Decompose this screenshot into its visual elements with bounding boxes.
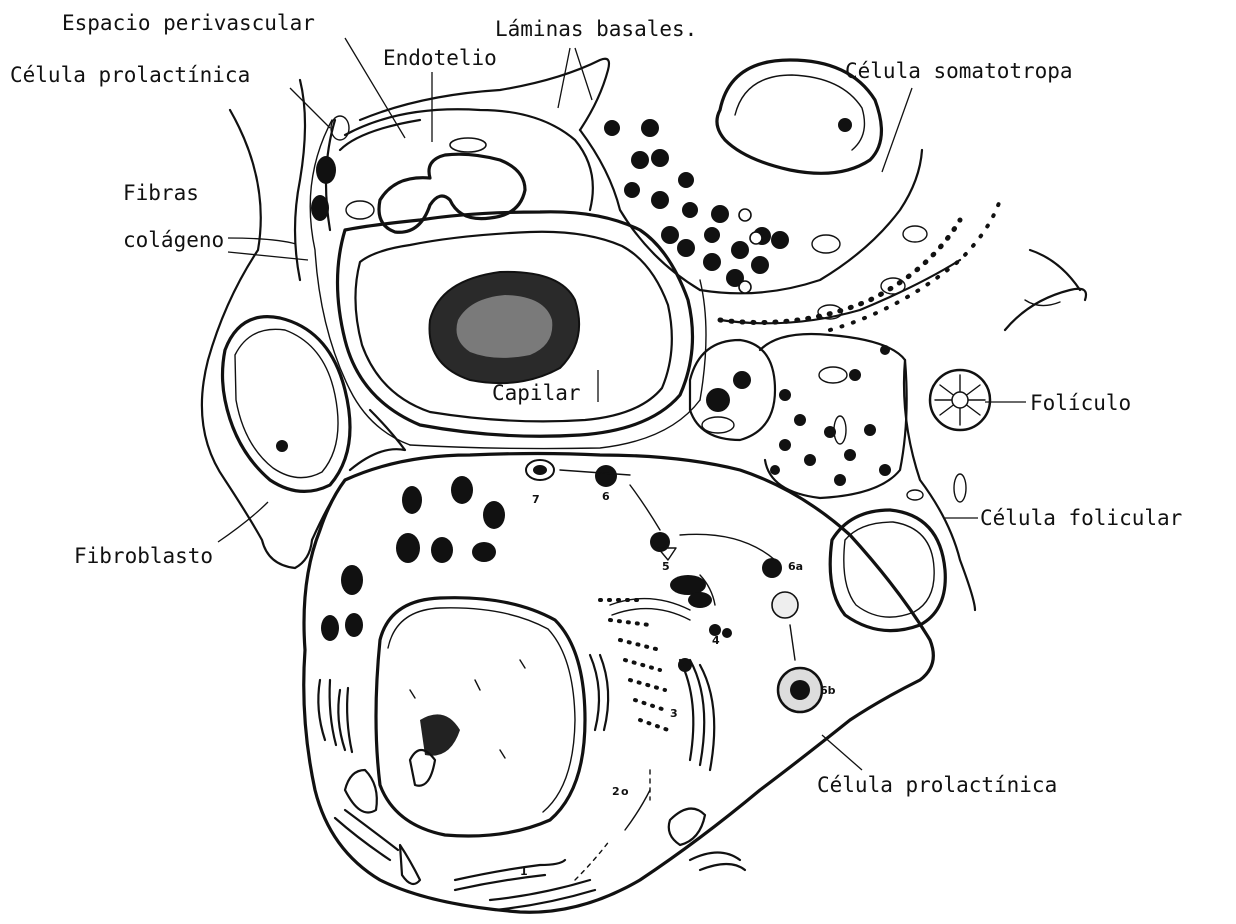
label-fibroblasto: Fibroblasto (74, 544, 213, 568)
label-celula-folicular: Célula folicular (980, 506, 1182, 530)
marker-4: 4 (712, 634, 720, 647)
prolactin-cell-nucleus (376, 598, 585, 836)
follicle (930, 370, 990, 430)
label-celula-somatotropa: Célula somatotropa (845, 59, 1073, 83)
small-cell-capillary-side (690, 340, 775, 440)
marker-7: 7 (532, 493, 540, 506)
endothelial-nucleus (379, 138, 525, 232)
leader-celula-prolactinica-bottom (822, 735, 862, 770)
granule-cell-middle (760, 334, 907, 498)
label-endotelio: Endotelio (383, 46, 497, 70)
marker-2o: o (621, 785, 629, 798)
leader-laminas-basales (558, 48, 592, 108)
label-espacio-perivascular: Espacio perivascular (62, 11, 315, 35)
marker-6a: 6a (788, 560, 803, 573)
label-fibras: Fibras (123, 181, 199, 205)
transport-arrows (560, 470, 795, 880)
top-prolactin-cell-granules (311, 116, 374, 221)
secretory-granules (321, 460, 822, 712)
label-capilar: Capilar (492, 381, 581, 405)
marker-6: 6 (602, 490, 610, 503)
leader-celula-prolactinica-top (290, 88, 330, 128)
label-laminas-basales: Láminas basales. (495, 17, 697, 41)
label-foliculo: Folículo (1030, 391, 1131, 415)
marker-1: 1 (520, 865, 528, 878)
marker-2: 2 (612, 785, 620, 798)
label-celula-prolactinica-top: Célula prolactínica (10, 63, 250, 87)
tissue-outlines (202, 59, 1086, 610)
marker-5: 5 (662, 560, 670, 573)
label-celula-prolactinica-bottom: Célula prolactínica (817, 773, 1057, 797)
mitochondria-rer (318, 655, 745, 910)
label-colageno: colágeno (123, 228, 224, 252)
follicular-cell-nucleus (830, 474, 966, 631)
marker-3: 3 (670, 707, 678, 720)
leader-celula-somatotropa (882, 88, 912, 172)
golgi-apparatus (600, 599, 714, 770)
marker-6b: 6b (820, 684, 836, 697)
main-prolactin-cell (304, 454, 934, 913)
